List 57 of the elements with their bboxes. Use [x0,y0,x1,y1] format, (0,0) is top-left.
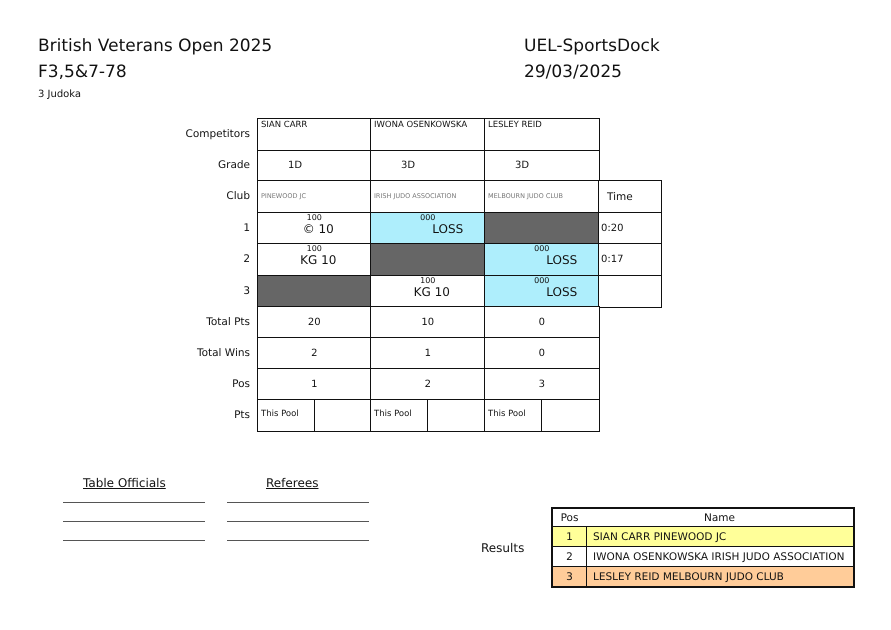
title: British Veterans Open 2025 [38,36,272,56]
total-wins-cell: 1 [370,337,486,370]
row-label: Total Pts [206,314,250,330]
row-label: Club [226,189,250,204]
pool-points-cell: This Pool [370,399,428,432]
competitor-cell: LESLEY REID [484,118,600,152]
column-header: Pos [560,510,580,526]
total-points-cell: 20 [257,306,372,338]
entrant-count: 3 Judoka [38,89,82,101]
result-text: KG 10 [300,253,336,268]
result-text: LOSS [546,285,578,300]
score-text: 100 [420,277,436,285]
row-label: Pos [232,376,250,392]
score-text: 000 [420,214,436,222]
grade-cell: 3D [484,150,600,182]
pool-points-cell: This Pool [484,399,542,432]
section-heading: Table Officials [83,476,166,490]
total-points-cell: 0 [484,306,600,338]
result-text: © 10 [302,222,334,236]
pool-points-cell: This Pool [257,399,316,432]
result-text: LOSS [432,222,464,236]
time-cell: 0:17 [598,243,662,276]
total-wins-cell: 0 [484,337,600,370]
row-label: 3 [243,284,250,298]
position-cell: 1 [257,368,372,400]
row-label: 1 [243,220,250,236]
position-text: 3 [565,570,574,584]
date-text: 29/03/2025 [524,62,622,82]
column-header: Name [703,510,736,526]
grade-cell: 3D [370,150,486,182]
score-text: 100 [306,214,322,222]
position-cell: 2 [370,368,486,400]
position-cell: 3 [484,368,600,400]
result-text: KG 10 [414,285,450,300]
row-label: Total Wins [196,346,250,360]
competitor-cell: SIAN CARR [257,118,372,152]
total-wins-cell: 2 [257,337,372,370]
row-label: 2 [243,252,250,267]
grade-cell: 1D [257,150,372,182]
venue-text: UEL-SportsDock [524,36,660,56]
row-label: Grade [218,158,250,173]
result-text: LOSS [546,253,578,268]
result-name-text: LESLEY REID MELBOURN JUDO CLUB [586,567,853,586]
position-text: 2 [565,550,574,564]
score-text: 100 [306,245,322,253]
position-text: 1 [565,530,574,544]
time-header-cell: Time [598,180,662,214]
total-points-cell: 10 [370,306,486,338]
row-label: Pts [234,408,250,422]
category-text: F3,5&7-78 [38,62,127,82]
score-text: 000 [534,277,550,285]
time-cell: 0:20 [598,212,662,244]
score-text: 000 [534,245,550,253]
section-heading: Referees [266,476,318,490]
results-label: Results [481,541,524,555]
row-label: Competitors [186,127,250,142]
competitor-cell: IWONA OSENKOWSKA [370,118,486,152]
